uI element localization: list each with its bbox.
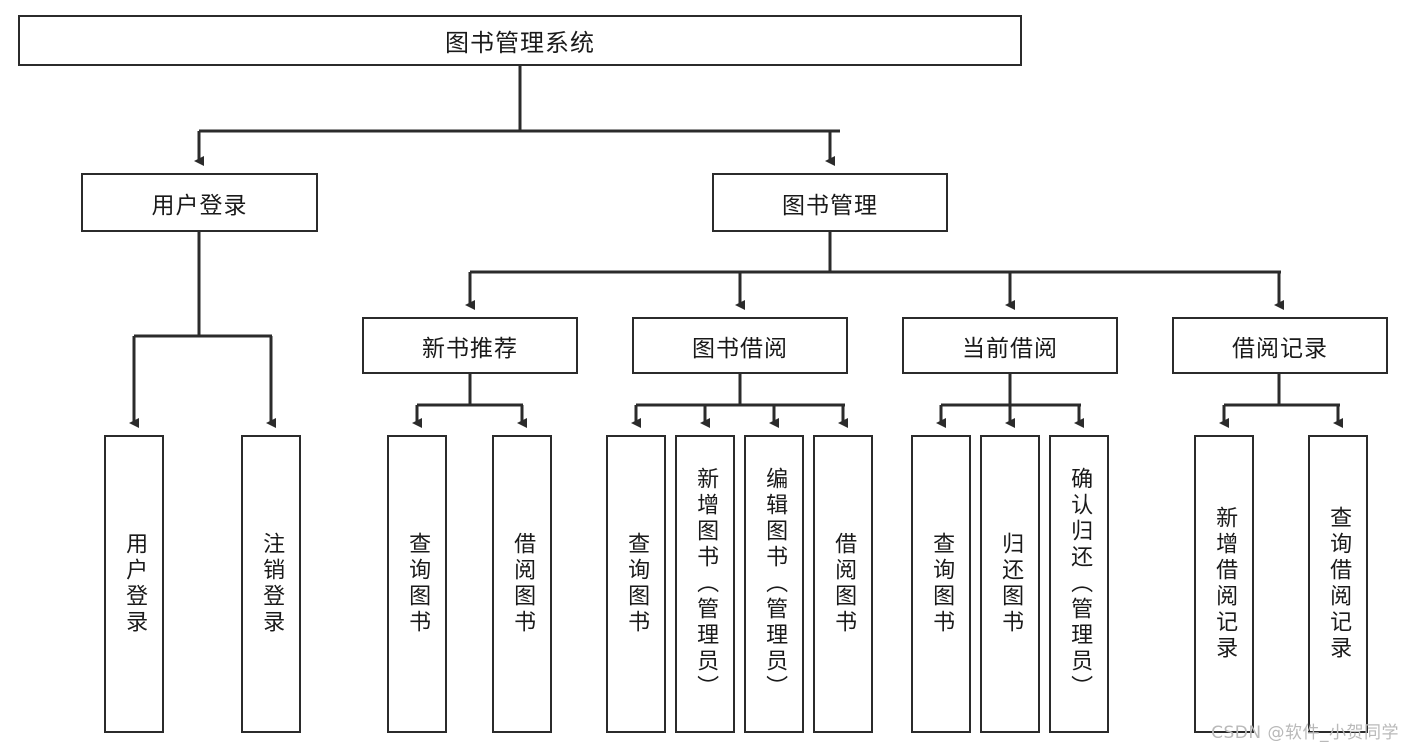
leaf-current-return-book[interactable]: 归还图书 <box>980 435 1040 733</box>
leaf-label: 借阅图书 <box>831 532 857 636</box>
node-new-book-recommend[interactable]: 新书推荐 <box>362 317 578 374</box>
node-book-borrow-label: 图书借阅 <box>692 335 788 362</box>
leaf-label: 查询借阅记录 <box>1326 506 1352 662</box>
node-root-book-management-system[interactable]: 图书管理系统 <box>18 15 1022 66</box>
leaf-label: 借阅图书 <box>510 532 536 636</box>
node-user-login[interactable]: 用户登录 <box>81 173 318 232</box>
leaf-label: 归还图书 <box>998 532 1024 636</box>
node-book-management-label: 图书管理 <box>782 192 878 219</box>
watermark-text: CSDN @软件_小贺同学 <box>1211 723 1399 743</box>
node-book-borrow[interactable]: 图书借阅 <box>632 317 848 374</box>
leaf-new-book-borrow[interactable]: 借阅图书 <box>492 435 552 733</box>
leaf-borrow-add-book-admin[interactable]: 新增图书（管理员） <box>675 435 735 733</box>
node-new-book-recommend-label: 新书推荐 <box>422 335 518 362</box>
leaf-borrow-edit-book-admin[interactable]: 编辑图书（管理员） <box>744 435 804 733</box>
leaf-label: 用户登录 <box>122 532 148 636</box>
leaf-record-add-record[interactable]: 新增借阅记录 <box>1194 435 1254 733</box>
node-book-management[interactable]: 图书管理 <box>712 173 948 232</box>
leaf-label: 查询图书 <box>929 532 955 636</box>
leaf-user-login-login[interactable]: 用户登录 <box>104 435 164 733</box>
leaf-new-book-query[interactable]: 查询图书 <box>387 435 447 733</box>
leaf-borrow-borrow-book[interactable]: 借阅图书 <box>813 435 873 733</box>
leaf-record-query-record[interactable]: 查询借阅记录 <box>1308 435 1368 733</box>
leaf-label: 新增图书（管理员） <box>693 467 719 701</box>
node-borrow-record[interactable]: 借阅记录 <box>1172 317 1388 374</box>
leaf-current-confirm-return-admin[interactable]: 确认归还（管理员） <box>1049 435 1109 733</box>
node-user-login-label: 用户登录 <box>151 192 248 219</box>
node-root-label: 图书管理系统 <box>445 29 595 57</box>
leaf-current-query-book[interactable]: 查询图书 <box>911 435 971 733</box>
leaf-label: 查询图书 <box>405 532 431 636</box>
node-current-borrow[interactable]: 当前借阅 <box>902 317 1118 374</box>
leaf-label: 确认归还（管理员） <box>1067 467 1093 701</box>
leaf-label: 编辑图书（管理员） <box>762 467 788 701</box>
leaf-borrow-query-book[interactable]: 查询图书 <box>606 435 666 733</box>
node-current-borrow-label: 当前借阅 <box>962 335 1058 362</box>
leaf-user-login-logout[interactable]: 注销登录 <box>241 435 301 733</box>
node-borrow-record-label: 借阅记录 <box>1232 335 1328 362</box>
leaf-label: 注销登录 <box>259 532 285 636</box>
leaf-label: 查询图书 <box>624 532 650 636</box>
leaf-label: 新增借阅记录 <box>1212 506 1238 662</box>
